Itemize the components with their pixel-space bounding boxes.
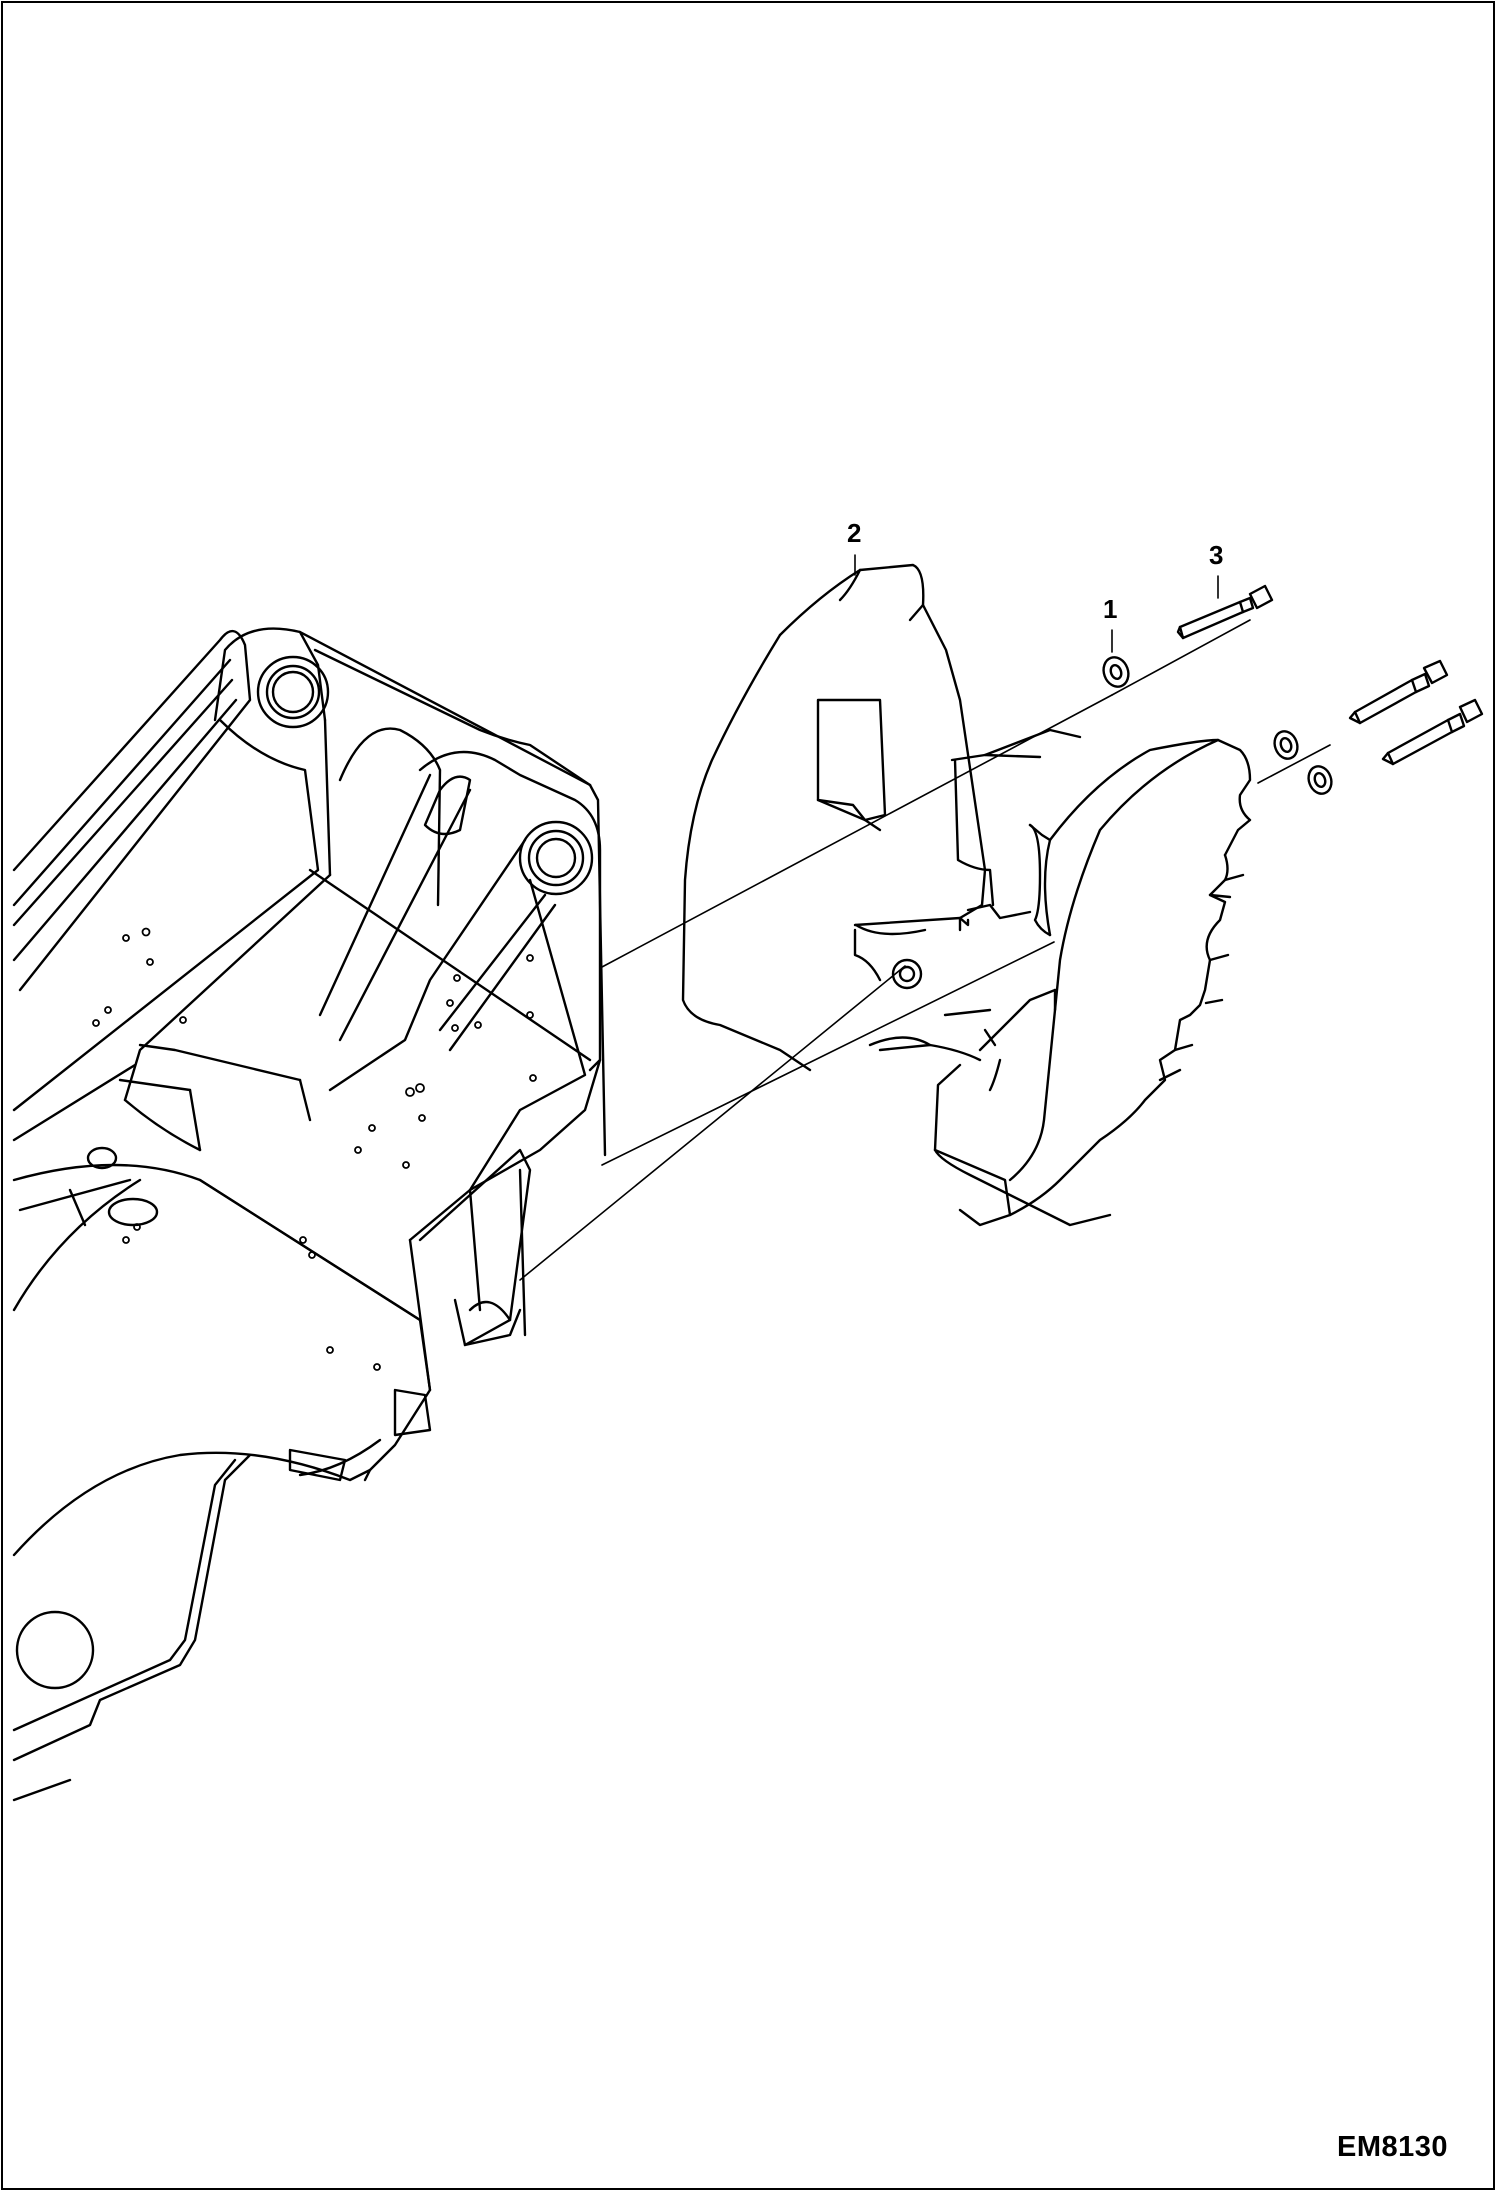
bolts [1176, 584, 1484, 766]
assembly-lines [519, 619, 1331, 1281]
callout-leaders [854, 554, 1219, 653]
callout-label-2: 2 [847, 518, 862, 548]
figure-code: EM8130 [1336, 2131, 1448, 2163]
callout-label-1: 1 [1103, 594, 1118, 624]
callout-label-3: 3 [1209, 540, 1224, 570]
counterweight [681, 563, 1252, 1227]
machine-frame [12, 627, 607, 1802]
washers [1102, 656, 1333, 795]
